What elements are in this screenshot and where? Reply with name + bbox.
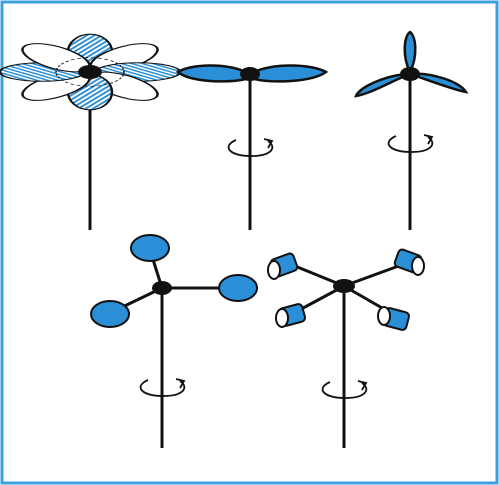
propeller-blade [405, 32, 416, 72]
rotor-hub [152, 281, 172, 295]
rotor-hub [333, 279, 355, 293]
arrow-head [424, 135, 432, 144]
arrow-head [358, 381, 366, 390]
two-blade-propeller-rotor [178, 66, 326, 231]
four-cylinder-rotor [268, 248, 424, 448]
rotor-cylinder [394, 248, 424, 275]
rotor-hub [400, 67, 420, 81]
rotor-hub [78, 65, 102, 79]
petal-disc [0, 34, 180, 110]
anemometer-cup [91, 301, 129, 327]
arrow-head [176, 379, 184, 388]
propeller-blade [250, 66, 326, 82]
arrow-head [264, 139, 272, 148]
propeller-blade [178, 66, 250, 82]
anemometer-cup [131, 235, 169, 261]
eight-petal-disc-rotor [0, 34, 180, 230]
rotor-cylinder [268, 252, 298, 279]
rotor-cylinder [378, 307, 410, 331]
three-blade-propeller-rotor [356, 32, 466, 230]
rotor-hub [240, 67, 260, 81]
rotor-cylinder [276, 303, 306, 327]
anemometer-cup [219, 275, 257, 301]
three-cup-anemometer-rotor [91, 235, 257, 448]
